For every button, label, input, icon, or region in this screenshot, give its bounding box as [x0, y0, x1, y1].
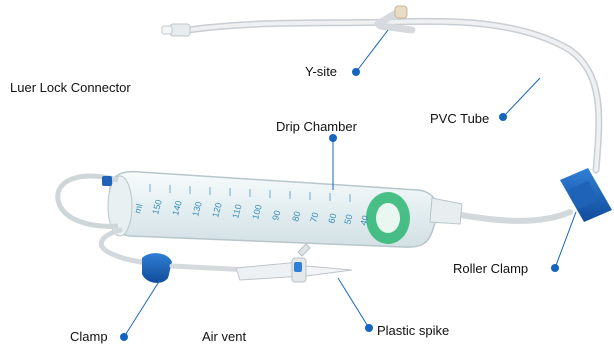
label-luer-lock-connector: Luer Lock Connector [10, 80, 131, 95]
y-site-dot [352, 68, 360, 76]
pvc-tube [188, 21, 599, 170]
label-drip-chamber: Drip Chamber [276, 119, 357, 134]
drip-chamber-dot [329, 134, 337, 142]
clamp-dot [120, 333, 128, 341]
label-clamp: Clamp [70, 329, 108, 344]
roller-clamp-dot [551, 264, 559, 272]
clamp [142, 253, 172, 283]
y-site-connector [378, 6, 412, 30]
label-roller-clamp: Roller Clamp [453, 261, 528, 276]
label-air-vent: Air vent [202, 329, 246, 344]
outlet-tube [455, 212, 570, 221]
luer-lock-connector [162, 24, 190, 36]
plastic-spike-dot [365, 324, 373, 332]
label-y-site: Y-site [305, 64, 337, 79]
pvc-tube-dot [499, 113, 507, 121]
label-plastic-spike: Plastic spike [377, 323, 449, 338]
drip-chamber: ml 150 140 130 120 110 100 90 80 70 60 5… [108, 172, 462, 248]
label-pvc-tube: PVC Tube [430, 111, 489, 126]
